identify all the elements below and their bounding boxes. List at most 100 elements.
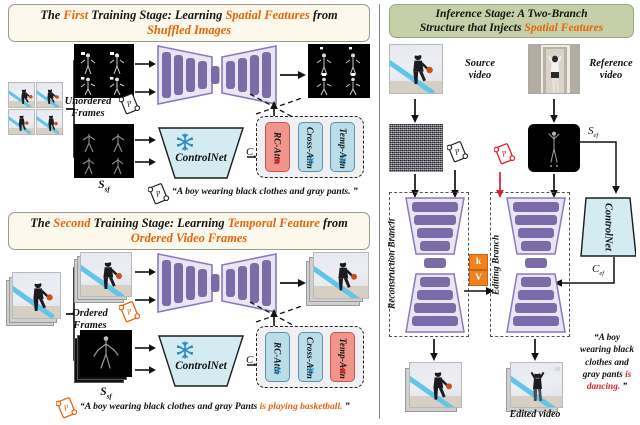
recon-unet xyxy=(404,196,466,334)
stage2-header-b: Training Stage: Learning xyxy=(90,215,228,230)
inference-source-video xyxy=(389,44,447,96)
stage2-attn-cross[interactable]: Cross-Attn xyxy=(297,332,323,382)
stage1-header-b: Training Stage: Learning xyxy=(88,7,226,22)
inference-sef-sub: ef xyxy=(593,132,599,140)
stage2-header: The Second Training Stage: Learning Temp… xyxy=(8,212,370,250)
stage1-header: The First Training Stage: Learning Spati… xyxy=(8,4,370,42)
inference-sef-S: S xyxy=(588,125,594,137)
svg-text:P: P xyxy=(452,147,461,158)
stage2-pose-frames xyxy=(74,330,136,386)
stage1-to-unet-arrows xyxy=(135,58,157,104)
inference-header-spatial: Spatial Features xyxy=(524,21,604,34)
inference-noise-latent xyxy=(389,124,443,172)
inference-prompt-l5: dancing. xyxy=(586,382,621,393)
stage2-attn-cross-label: Cross-Attn xyxy=(305,337,315,380)
stage2-controlnet: ControlNet xyxy=(157,334,245,393)
stage1-controlnet: ControlNet xyxy=(157,126,245,185)
inference-header-line1: Inference Stage: A Two-Branch xyxy=(435,6,588,20)
stage2-prompt-orange: is playing basketball. xyxy=(259,401,343,412)
stage2-prompt-black: “A boy wearing black clothes and gray Pa… xyxy=(80,401,260,412)
stage2-header-temporal: Temporal Feature xyxy=(227,215,320,230)
stage2-output-frames xyxy=(306,252,372,308)
inference-reference-video xyxy=(528,44,582,96)
inference-reference-down-arrow xyxy=(548,99,560,123)
stage1-pose-S: S xyxy=(98,179,105,191)
editing-branch-box xyxy=(490,192,570,337)
stage2-header-second: Second xyxy=(53,215,91,230)
inference-prompt-l4a: gray pants xyxy=(582,369,626,380)
stage2-attn-rc[interactable]: RC-Attn xyxy=(264,332,290,382)
stage1-attn-cross[interactable]: Cross-Attn xyxy=(297,122,323,172)
stage1-unordered-frames xyxy=(8,82,64,136)
inference-header: Inference Stage: A Two-Branch Structure … xyxy=(389,4,634,38)
stage2-header-line2: Ordered Video Frames xyxy=(130,231,248,245)
stage2-header-a: The xyxy=(30,215,54,230)
inference-prompt-l3: clothes and xyxy=(585,357,629,368)
stage2-attn-rc-label: RC-Attn xyxy=(272,342,283,375)
stage1-cnet-out-sub: sf xyxy=(253,153,257,160)
edit-unet xyxy=(505,196,567,334)
svg-text:P: P xyxy=(499,149,508,160)
snowflake-icon xyxy=(299,363,322,379)
reconstruction-branch-box xyxy=(389,192,469,337)
stage1-header-a: The xyxy=(40,7,64,22)
stage1-to-controlnet-arrows xyxy=(135,136,157,174)
inference-controlnet: ControlNet xyxy=(580,196,637,263)
stage2-cnet-out-sub: sf xyxy=(253,361,257,368)
inference-header-line2a: Structure that Injects xyxy=(419,21,525,34)
stage1-prompt-scroll-icon: P xyxy=(147,182,170,211)
panel-divider xyxy=(379,4,380,419)
inference-prompt-l5end: ” xyxy=(620,382,628,393)
stage1-prompt-scroll-icon-upper: P xyxy=(118,92,141,121)
editing-branch-label: Editing Branch xyxy=(491,234,502,296)
inference-controlnet-label: ControlNet xyxy=(602,203,614,251)
stage1-attn-temp[interactable]: Temp-Attn xyxy=(330,122,356,172)
fire-icon xyxy=(331,363,354,379)
inference-reference-pose xyxy=(528,124,580,172)
stage2-controlnet-label: ControlNet xyxy=(175,360,227,372)
inference-cef-label: Cef xyxy=(592,263,624,278)
inference-sef-label: Sef xyxy=(588,125,622,140)
svg-text:P: P xyxy=(153,189,162,200)
stage1-header-spatial: Spatial Features xyxy=(225,7,310,22)
inference-prompt-l2: wearing black xyxy=(580,345,634,356)
snowflake-icon xyxy=(299,153,322,169)
kv-box-v: V xyxy=(469,270,488,286)
stage1-attn-temp-label: Temp-Attn xyxy=(337,128,348,169)
stage1-header-c: from xyxy=(309,7,338,22)
stage2-attn-temp[interactable]: Temp-Attn xyxy=(330,332,356,382)
kv-k-label: k xyxy=(475,257,482,267)
recon-output-arrow xyxy=(428,339,440,361)
stage2-prompt-end: ” xyxy=(342,401,350,412)
stage2-header-c: from xyxy=(319,215,348,230)
stage1-shuffled-images xyxy=(74,44,134,98)
stage1-header-line2: Shuffled Images xyxy=(146,23,232,37)
snowflake-icon xyxy=(266,363,289,379)
stage2-pose-S: S xyxy=(100,386,107,398)
stage2-prompt-text: “A boy wearing black clothes and gray Pa… xyxy=(80,401,378,413)
svg-text:P: P xyxy=(61,403,70,414)
stage2-video-frames xyxy=(74,252,136,306)
inference-prompt-l1: “A boy xyxy=(593,333,621,343)
stage1-header-first: First xyxy=(63,7,89,22)
inference-source-prompt-scroll-icon: P xyxy=(446,140,469,169)
stage2-cnet-out-C: C xyxy=(246,354,254,366)
svg-text:P: P xyxy=(124,307,133,318)
stage1-attn-rc[interactable]: RC-Attn xyxy=(264,122,290,172)
inference-edit-prompt-scroll-icon: P xyxy=(493,142,516,171)
recon-output-video xyxy=(405,362,465,414)
stage1-pose-grid xyxy=(74,124,134,178)
svg-text:P: P xyxy=(124,99,133,110)
fire-icon xyxy=(266,153,289,169)
stage1-cnet-out-C: C xyxy=(246,146,254,158)
stage1-attn-leader-lines xyxy=(248,92,308,126)
stage1-pose-label: Ssf xyxy=(84,179,124,193)
reconstruction-branch-label: Reconstruction Branch xyxy=(387,218,398,310)
inference-cef-sub: ef xyxy=(599,270,605,278)
stage2-cnet-output-label: Csf xyxy=(246,354,276,369)
stage1-pose-sub: sf xyxy=(104,185,110,194)
inference-prompt-text: “A boy wearing black clothes and gray pa… xyxy=(574,332,640,393)
